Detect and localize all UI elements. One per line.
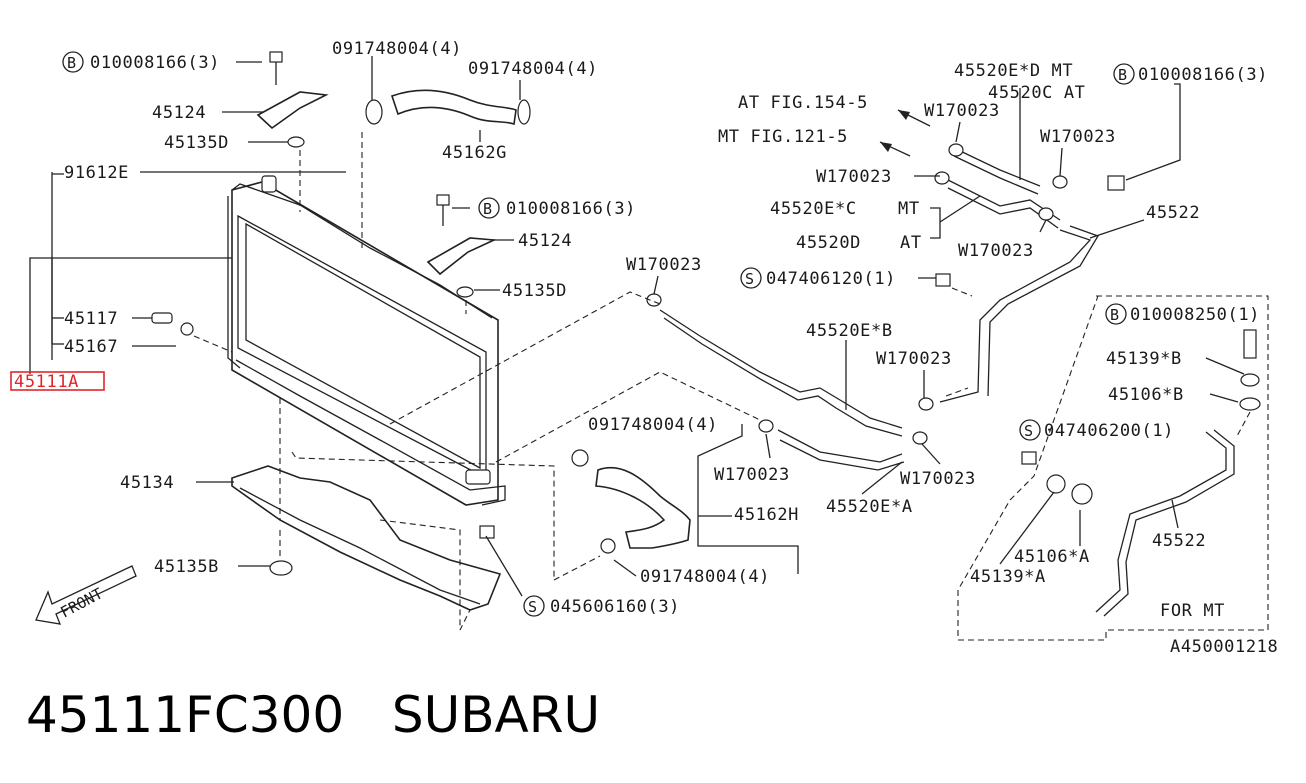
callout-w-2[interactable]: W170023 [714, 465, 790, 485]
pipes-mid [646, 293, 934, 471]
callout-45522-bot[interactable]: 45522 [1152, 531, 1206, 551]
callout-b4-code[interactable]: 010008250(1) [1130, 305, 1260, 325]
callout-45520c[interactable]: 45520C AT [988, 83, 1086, 103]
marker-b-1: B [62, 51, 84, 73]
callout-45135b[interactable]: 45135B [154, 557, 219, 577]
callout-at-fig[interactable]: AT FIG.154-5 [738, 93, 868, 113]
marker-b-label: B [1118, 66, 1127, 84]
callout-b1-code[interactable]: 010008166(3) [90, 53, 220, 73]
marker-s-label: S [1024, 422, 1033, 440]
marker-b-3: B [1113, 63, 1135, 85]
callout-45124-top[interactable]: 45124 [152, 103, 206, 123]
lower-hose [571, 449, 691, 554]
callout-45106b[interactable]: 45106*B [1108, 385, 1184, 405]
callout-45167[interactable]: 45167 [64, 337, 118, 357]
marker-s-3: S [523, 595, 545, 617]
callout-mt[interactable]: MT [898, 199, 920, 219]
callout-b2-code[interactable]: 010008166(3) [506, 199, 636, 219]
callout-45134[interactable]: 45134 [120, 473, 174, 493]
callout-45522-top[interactable]: 45522 [1146, 203, 1200, 223]
callout-45520ec[interactable]: 45520E*C [770, 199, 857, 219]
pipes-upper-right [934, 143, 1125, 403]
callout-91612e[interactable]: 91612E [64, 163, 129, 183]
diagram-reference: A450001218 [1170, 637, 1278, 657]
top-bracket-left [256, 51, 329, 148]
callout-labels: 010008166(3) 45124 45135D 091748004(4) 0… [14, 39, 1278, 657]
callout-45520eb[interactable]: 45520E*B [806, 321, 893, 341]
callout-45162h[interactable]: 45162H [734, 505, 799, 525]
callout-at[interactable]: AT [900, 233, 922, 253]
direction-arrows [879, 109, 931, 157]
footer-title: 45111FC300 SUBARU [26, 686, 600, 744]
drain-plug [151, 312, 194, 336]
marker-s-2: S [1019, 419, 1041, 441]
callout-45135d-mid[interactable]: 45135D [502, 281, 567, 301]
marker-b-label: B [67, 54, 76, 72]
callout-w-6[interactable]: W170023 [1040, 127, 1116, 147]
callout-s3-code[interactable]: 047406200(1) [1044, 421, 1174, 441]
front-arrow: FRONT [35, 565, 137, 625]
callout-mt-fig[interactable]: MT FIG.121-5 [718, 127, 848, 147]
brand-name: SUBARU [391, 686, 601, 744]
callout-for-mt: FOR MT [1160, 601, 1225, 621]
callout-45139a[interactable]: 45139*A [970, 567, 1046, 587]
callout-45139b[interactable]: 45139*B [1106, 349, 1182, 369]
callout-45124-mid[interactable]: 45124 [518, 231, 572, 251]
marker-b-2: B [478, 197, 500, 219]
leader-lines [29, 56, 1245, 597]
callout-45135d-top[interactable]: 45135D [164, 133, 229, 153]
marker-b-4: B [1105, 303, 1127, 325]
callout-45111a[interactable]: 45111A [14, 372, 79, 392]
callout-w-4[interactable]: W170023 [900, 469, 976, 489]
selected-part-highlight [10, 371, 105, 391]
callout-w-8[interactable]: W170023 [958, 241, 1034, 261]
marker-s-label: S [745, 270, 754, 288]
callout-0917-a[interactable]: 091748004(4) [332, 39, 462, 59]
callout-s1-code[interactable]: 045606160(3) [550, 597, 680, 617]
marker-s-label: S [528, 598, 537, 616]
top-bracket-mid [426, 194, 498, 298]
marker-b-label: B [1110, 306, 1119, 324]
callout-45106a[interactable]: 45106*A [1014, 547, 1090, 567]
marker-s-1: S [740, 267, 762, 289]
callout-45520ea[interactable]: 45520E*A [826, 497, 913, 517]
callout-45117[interactable]: 45117 [64, 309, 118, 329]
callout-45162g[interactable]: 45162G [442, 143, 507, 163]
marker-b-label: B [483, 200, 492, 218]
dashed-guides [193, 132, 1269, 641]
callout-s2-code[interactable]: 047406120(1) [766, 269, 896, 289]
callout-45520d[interactable]: 45520D [796, 233, 861, 253]
pipes-lower-right [1021, 329, 1261, 617]
callout-w-3[interactable]: W170023 [876, 349, 952, 369]
callout-w-7[interactable]: W170023 [816, 167, 892, 187]
callout-0917-d[interactable]: 091748004(4) [640, 567, 770, 587]
upper-hose [365, 89, 531, 126]
callout-0917-c[interactable]: 091748004(4) [588, 415, 718, 435]
radiator [227, 175, 506, 506]
callout-w-5[interactable]: W170023 [924, 101, 1000, 121]
part-number: 45111FC300 [26, 686, 345, 744]
callout-45520ed[interactable]: 45520E*D MT [954, 61, 1073, 81]
diagram-canvas: FRONT B B B B S S S 010008166(3) 45124 4… [10, 39, 1278, 657]
callout-w-1[interactable]: W170023 [626, 255, 702, 275]
callout-b3-code[interactable]: 010008166(3) [1138, 65, 1268, 85]
callout-0917-b[interactable]: 091748004(4) [468, 59, 598, 79]
